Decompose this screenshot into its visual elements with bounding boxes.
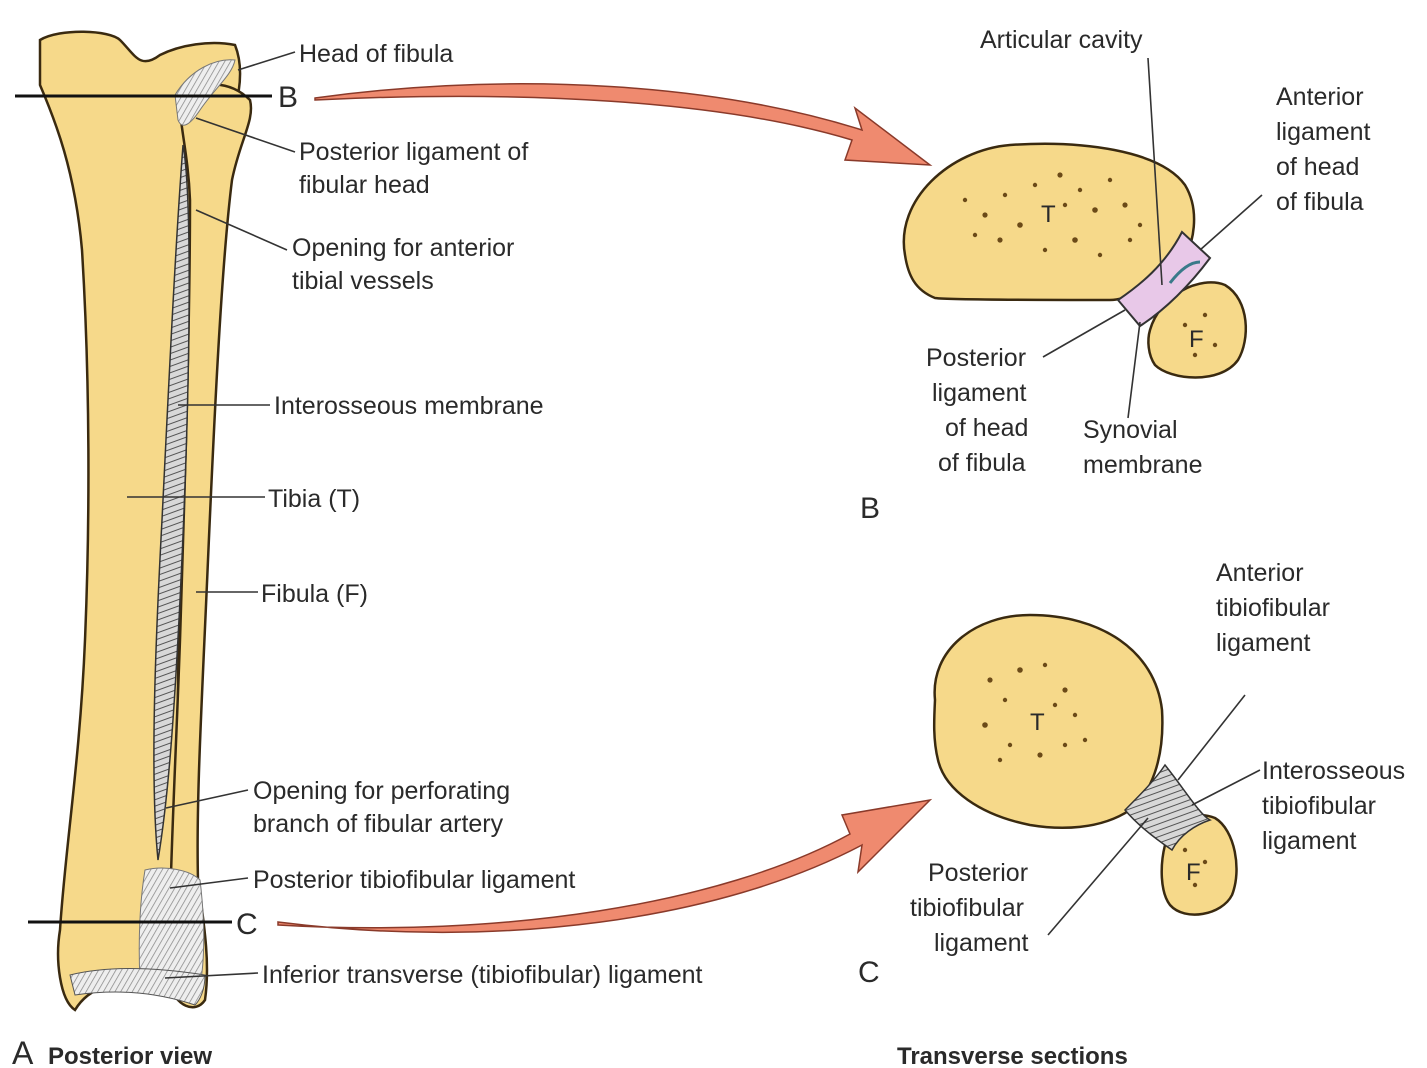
panel-b: T F Articular cavity Anterior ligament o… [860, 26, 1371, 525]
label-c-posterior-1: Posterior [928, 859, 1028, 887]
label-b-anterior-1: Anterior [1276, 83, 1364, 111]
label-c-anterior-1: Anterior [1216, 559, 1304, 587]
section-c-tibia-letter: T [1030, 709, 1045, 736]
cut-label-b: B [278, 81, 298, 114]
label-c-posterior-3: ligament [934, 929, 1029, 957]
section-b-tibia-letter: T [1041, 201, 1056, 228]
label-perforating-line2: branch of fibular artery [253, 810, 504, 838]
label-b-posterior-3: of head [945, 414, 1028, 442]
label-b-posterior-2: ligament [932, 379, 1027, 407]
label-posterior-ligament-line1: Posterior ligament of [299, 138, 528, 166]
section-b-fibula-letter: F [1189, 326, 1204, 353]
label-b-posterior-1: Posterior [926, 344, 1026, 372]
label-c-posterior-2: tibiofibular [910, 894, 1024, 922]
label-b-anterior-2: ligament [1276, 118, 1371, 146]
label-head-of-fibula: Head of fibula [299, 40, 453, 68]
inferior-transverse-ligament-shape [70, 969, 205, 1005]
label-c-interosseous-1: Interosseous [1262, 757, 1405, 785]
label-synovial-1: Synovial [1083, 416, 1178, 444]
label-inferior-transverse: Inferior transverse (tibiofibular) ligam… [262, 961, 703, 989]
label-posterior-ligament-line2: fibular head [299, 171, 430, 199]
label-posterior-tibiofibular: Posterior tibiofibular ligament [253, 866, 575, 894]
section-c-fibula-letter: F [1186, 859, 1201, 886]
label-c-interosseous-2: tibiofibular [1262, 792, 1376, 820]
label-c-anterior-3: ligament [1216, 629, 1311, 657]
label-fibula: Fibula (F) [261, 580, 368, 608]
label-b-anterior-3: of head [1276, 153, 1359, 181]
panel-c: T F Anterior tibiofibular ligament Inter… [858, 559, 1405, 989]
sections-caption: Transverse sections [897, 1043, 1128, 1068]
cut-label-c: C [236, 908, 258, 941]
section-c-tibia [934, 615, 1162, 828]
label-perforating-line1: Opening for perforating [253, 777, 510, 805]
arrows [278, 84, 930, 932]
label-articular-cavity: Articular cavity [980, 26, 1143, 54]
label-b-anterior-4: of fibula [1276, 188, 1364, 216]
label-anterior-tibial-line2: tibial vessels [292, 267, 434, 295]
label-c-anterior-2: tibiofibular [1216, 594, 1330, 622]
label-b-posterior-4: of fibula [938, 449, 1026, 477]
panel-a-letter: A [12, 1035, 34, 1068]
label-interosseous-membrane: Interosseous membrane [274, 392, 544, 420]
label-synovial-2: membrane [1083, 451, 1203, 479]
label-anterior-tibial-line1: Opening for anterior [292, 234, 514, 262]
panel-a-caption: Posterior view [48, 1043, 212, 1068]
panel-b-letter: B [860, 492, 880, 525]
label-c-interosseous-3: ligament [1262, 827, 1357, 855]
panel-c-letter: C [858, 956, 880, 989]
label-tibia: Tibia (T) [268, 485, 360, 513]
